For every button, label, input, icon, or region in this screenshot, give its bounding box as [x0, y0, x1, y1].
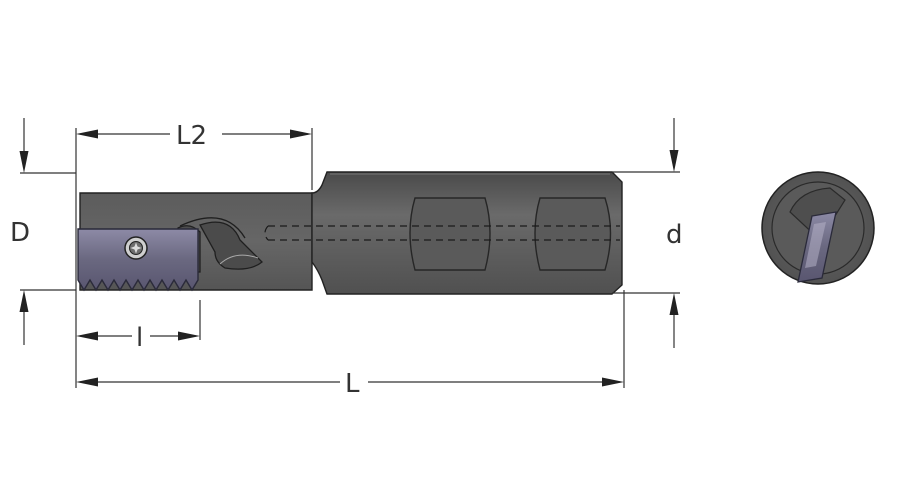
dimension-L2: L2 [76, 121, 312, 151]
label-l: l [136, 323, 143, 353]
dimension-l: l [76, 323, 200, 353]
label-L2: L2 [176, 121, 207, 151]
chip-flute [199, 221, 263, 270]
end-view-insert [797, 211, 837, 283]
label-D: D [10, 218, 30, 248]
label-d: d [666, 220, 683, 250]
dimension-L: L [76, 369, 624, 399]
dimension-d: d [666, 118, 683, 348]
shank-flat-1 [409, 197, 491, 271]
tool-side-view [77, 171, 623, 295]
shank-flat-2 [534, 197, 612, 271]
insert-screw-icon [124, 236, 148, 260]
label-L: L [345, 369, 360, 399]
dimension-D: D [10, 118, 30, 345]
extension-lines [20, 128, 680, 388]
tool-end-view [761, 171, 875, 285]
